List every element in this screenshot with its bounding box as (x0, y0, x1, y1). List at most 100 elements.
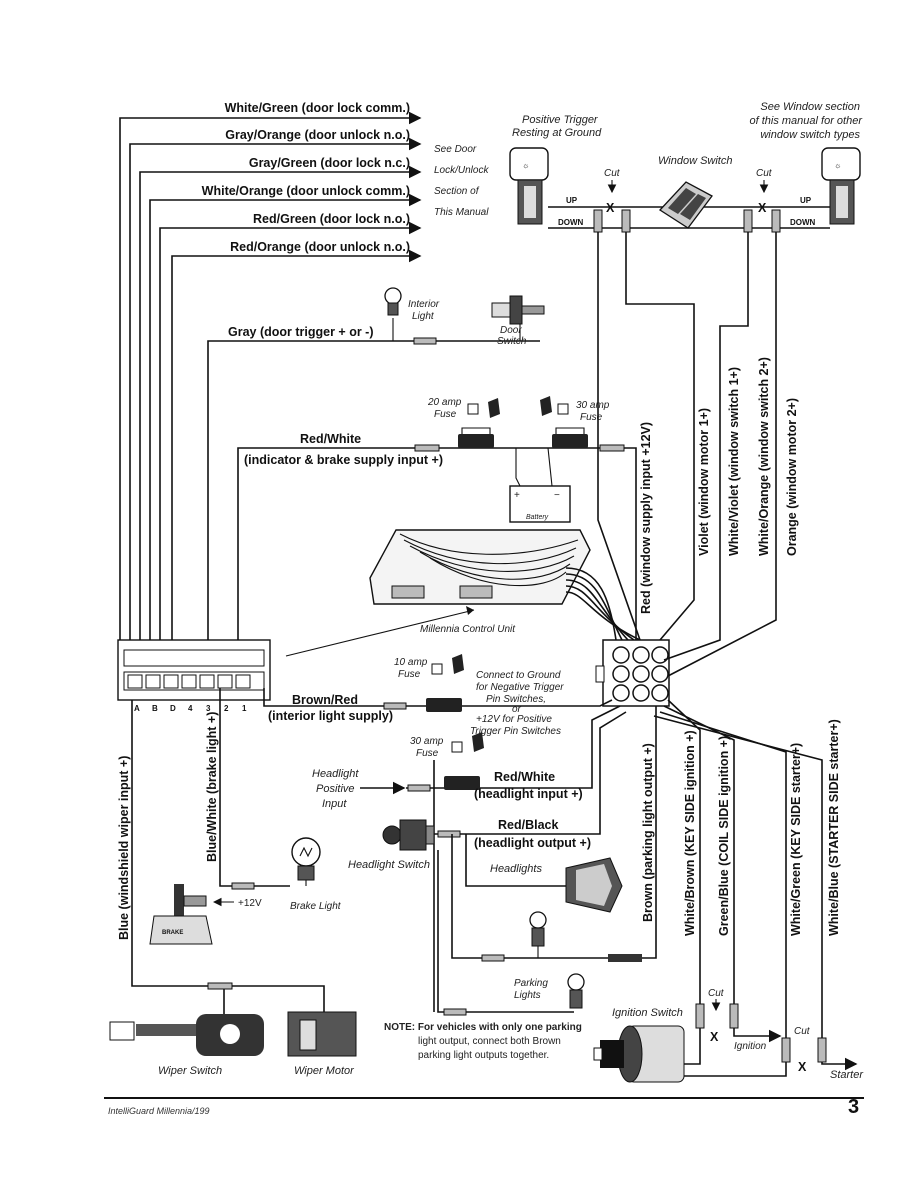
door-note-line2: Lock/Unlock (434, 165, 489, 176)
parking-light-icon-upper (529, 911, 547, 947)
parking-light-icon-lower (567, 973, 585, 1009)
headlight-positive-1: Headlight (312, 768, 359, 780)
fuse-20-label-1: 20 amp (427, 397, 462, 408)
white-orange-window-switch-label: White/Orange (window switch 2+) (757, 357, 771, 556)
wiper-motor-label: Wiper Motor (294, 1065, 355, 1077)
door-note-line4: This Manual (434, 207, 489, 218)
interior-light-label-1: Interior (408, 299, 440, 310)
positive-trigger-label-2: Resting at Ground (512, 127, 602, 139)
ground-note-3: Pin Switches, (486, 694, 546, 705)
ground-note-2: for Negative Trigger (476, 682, 564, 693)
wire-label-white-orange: White/Orange (door unlock comm.) (202, 184, 410, 198)
fuse-10-label-2: Fuse (398, 669, 421, 680)
cut-x-left: X (606, 201, 615, 215)
brake-pedal-icon: BRAKE (149, 884, 213, 945)
pin-b: B (152, 704, 158, 713)
wire-label-gray-green: Gray/Green (door lock n.c.) (249, 156, 410, 170)
cut-label-left: Cut (604, 168, 621, 179)
headlight-switch-icon (382, 819, 435, 851)
battery-label: Battery (526, 514, 549, 521)
pin-2: 2 (224, 704, 229, 713)
ground-note-5: +12V for Positive (476, 714, 552, 725)
headlight-switch-label: Headlight Switch (348, 859, 430, 871)
cut-label-ignition: Cut (708, 988, 725, 999)
blue-wiper-label: Blue (windshield wiper input +) (117, 756, 131, 940)
main-connector (595, 639, 670, 707)
control-unit: Millennia Control Unit (285, 529, 641, 657)
headlights-label: Headlights (490, 863, 542, 875)
pin-d: D (170, 704, 176, 713)
starter-label: Starter (830, 1069, 864, 1081)
svg-text:+: + (514, 490, 520, 501)
interior-light-circuit: Brown/Red (interior light supply) 10 amp… (263, 654, 613, 737)
positive-trigger-switch-left: ☼ (509, 147, 549, 225)
door-note-line1: See Door (434, 144, 477, 155)
white-green-label: White/Green (KEY SIDE starter+) (789, 743, 803, 936)
fuse-20-holder (458, 398, 500, 448)
pin-3: 3 (206, 704, 211, 713)
window-note-line1: See Window section (760, 101, 860, 113)
footer-text: IntelliGuard Millennia/199 (108, 1106, 210, 1116)
gray-wire-label: Gray (door trigger + or -) (228, 325, 374, 339)
fuse-10-holder (426, 654, 464, 712)
brake-light-label: Brake Light (290, 901, 342, 912)
pin-1: 1 (242, 704, 247, 713)
cut-label-starter: Cut (794, 1026, 811, 1037)
door-trigger-circuit: Gray (door trigger + or -) Interior Ligh… (207, 287, 545, 688)
supply-circuit: Red/White (indicator & brake supply inpu… (237, 396, 637, 688)
window-switch-icon (658, 181, 713, 229)
headlight-positive-2: Positive (316, 783, 355, 795)
svg-text:☼: ☼ (522, 161, 529, 170)
note-line3: parking light outputs together. (418, 1050, 549, 1061)
plus-12v-label: +12V (238, 898, 262, 909)
wiper-switch-label: Wiper Switch (158, 1065, 222, 1077)
fuse-30-mid-label-2: Fuse (416, 748, 439, 759)
interior-light-supply-label: (interior light supply) (268, 709, 393, 723)
positive-trigger-label-1: Positive Trigger (522, 114, 599, 126)
ground-note-1: Connect to Ground (476, 670, 561, 681)
white-violet-window-switch-label: White/Violet (window switch 1+) (727, 367, 741, 556)
door-note-line3: Section of (434, 186, 480, 197)
interior-light-icon (384, 287, 402, 316)
up-label-right: UP (800, 196, 812, 205)
wiper-circuit: Blue (windshield wiper input +) Wiper Sw… (109, 700, 357, 1077)
door-lock-wires: White/Green (door lock comm.) Gray/Orang… (119, 101, 489, 688)
page-number: 3 (848, 1096, 860, 1118)
down-label-right: DOWN (790, 218, 816, 227)
red-black-label: Red/Black (498, 818, 558, 832)
fuse-30-mid-holder (444, 732, 484, 790)
headlight-positive-3: Input (322, 798, 347, 810)
door-switch-icon (491, 295, 545, 325)
parking-lights-label-1: Parking (514, 978, 548, 989)
parking-lights-label-2: Lights (514, 990, 541, 1001)
ignition-starter-circuit: Brown (parking light output +) White/Bro… (593, 699, 864, 1083)
cut-x-starter: X (798, 1060, 807, 1074)
red-white-mid-label: Red/White (494, 770, 555, 784)
wire-label-gray-orange: Gray/Orange (door unlock n.o.) (225, 128, 410, 142)
fuse-30-mid-label-1: 30 amp (410, 736, 444, 747)
violet-window-motor-label: Violet (window motor 1+) (697, 408, 711, 556)
note-block: NOTE: For vehicles with only one parking… (384, 1022, 582, 1061)
window-circuit: ☼ ☼ Positive Trigger Resting at Ground S… (509, 101, 863, 677)
up-label-left: UP (566, 196, 578, 205)
indicator-brake-label: (indicator & brake supply input +) (244, 453, 443, 467)
positive-trigger-switch-right: ☼ (821, 147, 861, 225)
ground-note-6: Trigger Pin Switches (470, 726, 561, 737)
note-line1: NOTE: For vehicles with only one parking (384, 1022, 582, 1033)
headlight-icon (565, 857, 623, 913)
control-unit-label: Millennia Control Unit (420, 624, 516, 635)
wire-label-red-orange: Red/Orange (door unlock n.o.) (230, 240, 410, 254)
headlight-circuit: 30 amp Fuse Headlight Positive Input Red… (312, 705, 657, 1016)
svg-text:−: − (554, 490, 560, 501)
red-white-top-label: Red/White (300, 432, 361, 446)
cut-label-right: Cut (756, 168, 773, 179)
vertical-wire-labels: Red (window supply input +12V) Violet (w… (639, 357, 799, 614)
brake-light-bulb-icon (291, 837, 321, 881)
ignition-label: Ignition (734, 1041, 767, 1052)
window-note-line2: of this manual for other (749, 115, 863, 127)
brown-red-label: Brown/Red (292, 693, 358, 707)
interior-light-label-2: Light (412, 311, 435, 322)
window-note-line3: window switch types (760, 129, 860, 141)
fuse-10-label-1: 10 amp (394, 657, 428, 668)
